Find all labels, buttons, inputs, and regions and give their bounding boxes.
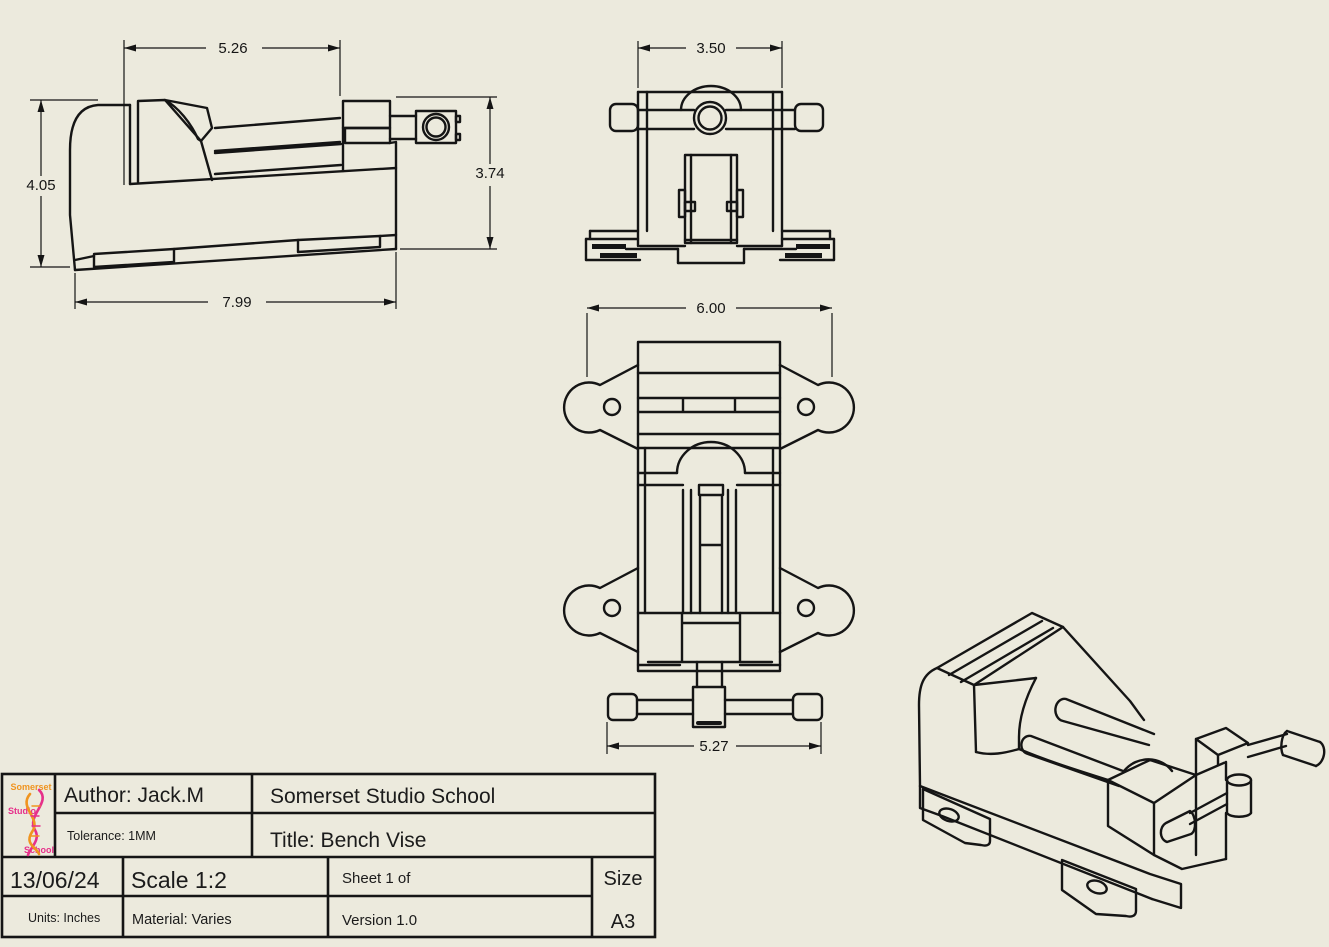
side-view-dimensions: 5.26 4.05 3.74 7.99 — [26, 40, 505, 311]
dim-label-side-bottom: 7.99 — [222, 294, 251, 311]
front-view-slots — [592, 244, 830, 258]
title-block-date: 13/06/24 — [10, 867, 100, 893]
title-block-size-value: A3 — [611, 911, 635, 933]
isometric-view — [917, 611, 1326, 918]
title-block-author: Author: Jack.M — [64, 784, 204, 807]
logo-helix-icon — [25, 788, 44, 857]
logo-word-somerset: Somerset — [10, 782, 51, 792]
title-block-company: Somerset Studio School — [270, 785, 495, 808]
side-view-linework — [68, 98, 462, 272]
dim-label-side-right: 3.74 — [475, 165, 504, 182]
title-block-sheet: Sheet 1 of — [342, 870, 411, 887]
title-block-material: Material: Varies — [132, 912, 232, 928]
title-block-scale: Scale 1:2 — [131, 867, 227, 893]
front-view-linework — [584, 84, 836, 265]
dim-label-topview-top: 6.00 — [696, 300, 725, 317]
somerset-studio-school-logo: Somerset Studio School — [8, 782, 54, 857]
title-block-tolerance: Tolerance: 1MM — [67, 829, 156, 843]
dim-label-side-top: 5.26 — [218, 40, 247, 57]
title-block-units: Units: Inches — [28, 911, 100, 925]
dim-label-front-top: 3.50 — [696, 40, 725, 57]
isometric-linework — [917, 611, 1326, 918]
title-block-version: Version 1.0 — [342, 912, 417, 929]
dim-label-topview-bottom: 5.27 — [699, 738, 728, 755]
top-view: 6.00 5.27 — [562, 300, 856, 755]
logo-word-school: School — [24, 845, 54, 855]
dim-label-side-left: 4.05 — [26, 177, 55, 194]
top-view-linework — [562, 340, 856, 729]
top-view-dimensions: 6.00 5.27 — [586, 300, 833, 755]
title-block-size-label: Size — [604, 868, 643, 890]
front-view: 3.50 — [584, 40, 836, 265]
title-block-title: Title: Bench Vise — [270, 829, 426, 852]
side-view: 5.26 4.05 3.74 7.99 — [26, 40, 505, 311]
front-view-dimensions: 3.50 — [637, 40, 783, 88]
logo-word-studio: Studio — [8, 806, 36, 816]
title-block: Somerset Studio School Author: Jack.M So… — [0, 772, 657, 939]
title-block-grid — [0, 772, 657, 939]
